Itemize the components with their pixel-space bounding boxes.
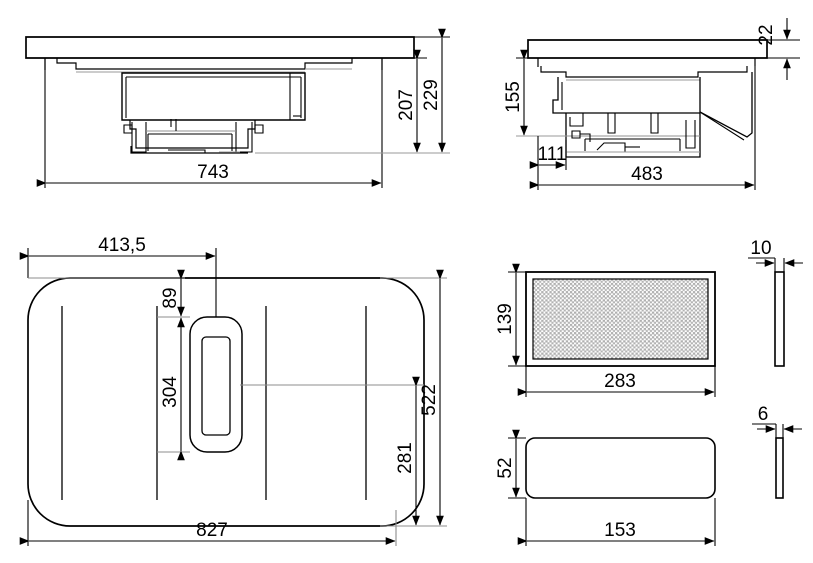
dimension-89 xyxy=(28,269,190,318)
grease-filter-edge-bar xyxy=(774,271,785,367)
side-motor-housing xyxy=(565,113,701,158)
dimension-413-5 xyxy=(19,248,217,317)
side-post-mid-left xyxy=(607,113,616,134)
dimension-52 xyxy=(508,429,526,499)
dimension-139 xyxy=(508,263,526,367)
dimension-827 xyxy=(19,500,397,546)
dimension-522 xyxy=(380,269,447,527)
motor-base xyxy=(130,146,248,154)
motor-mount-right xyxy=(235,122,253,153)
dimension-743 xyxy=(36,70,383,188)
dimension-label-743: 743 xyxy=(197,162,229,183)
dimension-6 xyxy=(752,423,802,438)
dimension-label-483: 483 xyxy=(631,164,663,185)
dimension-483 xyxy=(529,66,756,190)
main-chamber-box xyxy=(121,72,306,121)
dimension-label-827: 827 xyxy=(196,520,228,541)
dimension-label-207: 207 xyxy=(396,89,417,121)
dimension-label-10: 10 xyxy=(750,238,771,259)
grease-filter-mesh-area xyxy=(532,278,709,360)
dimension-283 xyxy=(517,366,716,397)
motor-base-detail xyxy=(168,149,206,153)
connector-block-left xyxy=(123,124,133,134)
dimension-label-229: 229 xyxy=(421,79,442,111)
charcoal-filter-edge-bar xyxy=(775,437,784,499)
side-post-right xyxy=(685,120,696,149)
plan-handle-recess-inner xyxy=(201,336,231,436)
view-front-elevation-section xyxy=(25,36,415,154)
motor-housing-outline xyxy=(129,120,256,149)
side-shroud-inner xyxy=(699,111,745,141)
side-post-mid-right xyxy=(650,113,659,134)
dimension-label-153: 153 xyxy=(604,520,636,541)
view-grease-filter-edge xyxy=(774,271,785,367)
plan-panel-outline xyxy=(27,277,425,527)
dimension-label-304: 304 xyxy=(160,376,181,408)
dimension-label-111: 111 xyxy=(538,144,567,165)
motor-mount-left xyxy=(131,122,147,153)
dimension-155 xyxy=(516,49,566,137)
dimension-label-522: 522 xyxy=(419,384,440,416)
dimension-label-22: 22 xyxy=(756,24,777,45)
dimension-281 xyxy=(412,376,424,526)
dimension-10 xyxy=(748,257,803,272)
dimension-label-155: 155 xyxy=(503,81,524,113)
connector-block-right xyxy=(254,124,264,134)
view-grease-filter xyxy=(525,271,716,367)
dimension-label-281: 281 xyxy=(395,442,416,474)
dimension-label-52: 52 xyxy=(495,457,516,478)
dimension-label-413-5: 413,5 xyxy=(98,235,146,256)
dimension-153 xyxy=(517,498,716,546)
dimension-304 xyxy=(157,317,190,461)
dimension-111 xyxy=(529,136,567,170)
side-angled-shroud xyxy=(699,72,753,138)
dimension-22 xyxy=(767,18,800,80)
charcoal-filter-outline xyxy=(525,437,716,499)
side-frame-step xyxy=(540,66,748,78)
dimension-label-139: 139 xyxy=(495,303,516,335)
dimension-207-229 xyxy=(255,28,450,154)
dimension-label-283: 283 xyxy=(604,371,636,392)
frame-step-profile xyxy=(56,58,353,70)
view-charcoal-filter-edge xyxy=(775,437,784,499)
side-chamber-outline xyxy=(552,77,700,114)
dimension-label-6: 6 xyxy=(758,404,769,425)
dimension-label-89: 89 xyxy=(160,287,181,308)
view-charcoal-filter xyxy=(525,437,716,499)
side-connector-block xyxy=(571,130,581,139)
side-motor-bracket-left xyxy=(569,113,584,127)
